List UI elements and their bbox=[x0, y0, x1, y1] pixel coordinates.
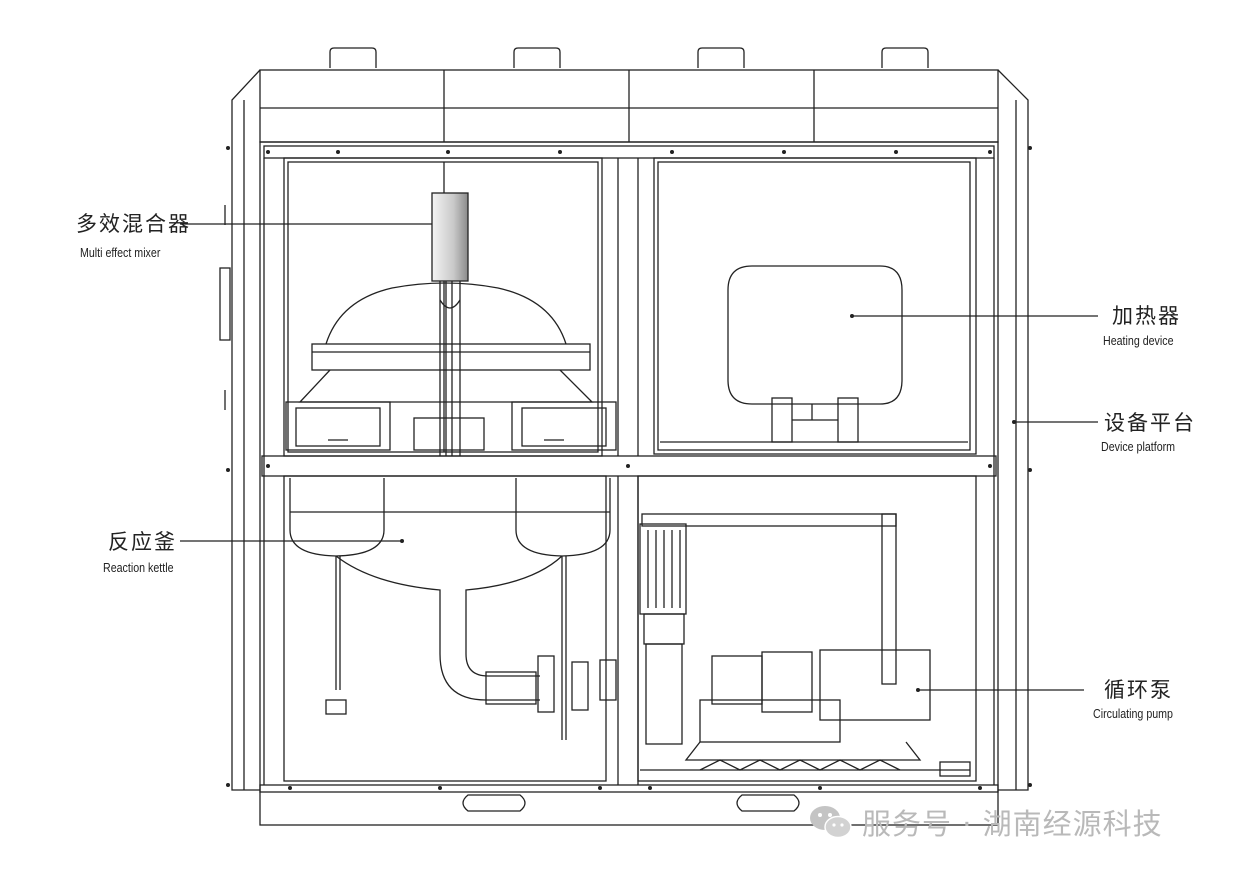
frame-bolts bbox=[226, 146, 1032, 790]
lifting-handles bbox=[329, 47, 929, 68]
platform-label-zh: 设备平台 bbox=[1104, 411, 1196, 435]
mixer-label-zh: 多效混合器 bbox=[76, 212, 191, 236]
kettle-label-zh: 反应釜 bbox=[108, 530, 177, 554]
heater-label-en: Heating device bbox=[1103, 333, 1174, 348]
heater-compartment bbox=[653, 157, 977, 455]
pump-compartment bbox=[637, 475, 977, 782]
mixer-compartment bbox=[283, 157, 617, 457]
pump-label-en: Circulating pump bbox=[1093, 706, 1173, 721]
mixer-motor bbox=[431, 192, 469, 456]
pump-label-zh: 循环泵 bbox=[1104, 678, 1173, 702]
callout-dots bbox=[400, 314, 1016, 692]
mixer-label-en: Multi effect mixer bbox=[80, 245, 161, 260]
callout-lines bbox=[180, 223, 1098, 691]
watermark: 服务号 · 湖南经源科技 bbox=[808, 800, 1163, 844]
watermark-text: 服务号 · 湖南经源科技 bbox=[862, 807, 1163, 841]
side-panels bbox=[219, 69, 1029, 791]
top-cover bbox=[259, 69, 999, 143]
platform-label-en: Device platform bbox=[1101, 439, 1176, 454]
heater-label-zh: 加热器 bbox=[1112, 304, 1181, 328]
main-frame bbox=[259, 141, 999, 826]
kettle-label-en: Reaction kettle bbox=[103, 560, 174, 575]
wechat-icon bbox=[810, 806, 852, 839]
kettle-compartment bbox=[283, 475, 617, 782]
